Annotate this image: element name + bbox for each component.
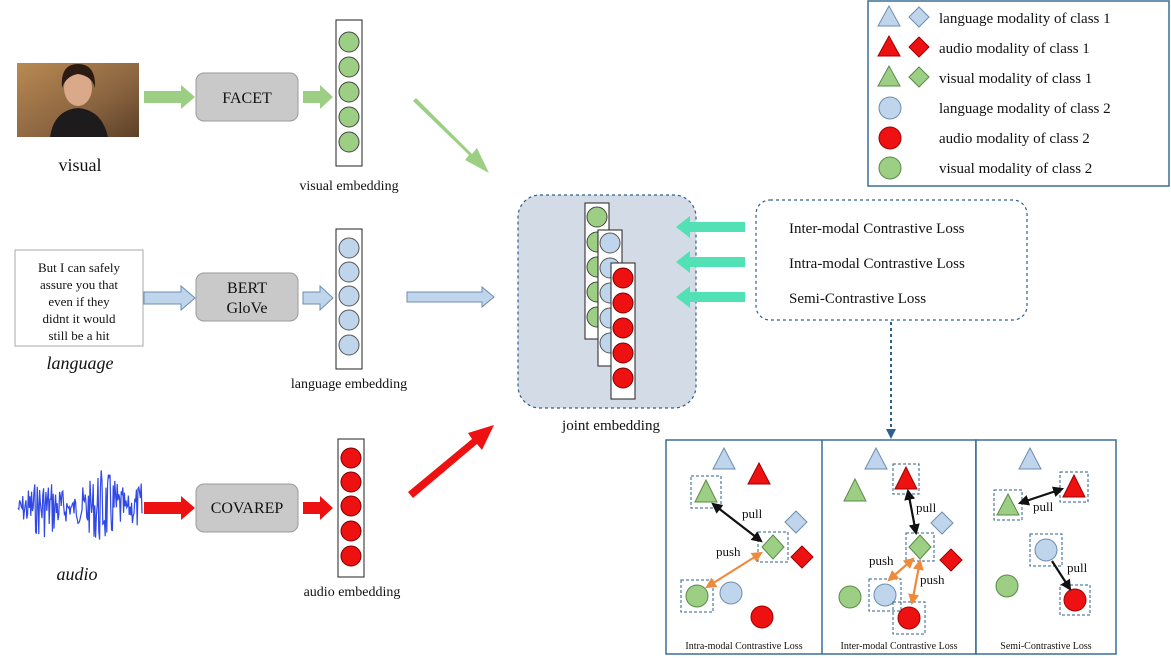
legend-diamond-green-icon (908, 66, 930, 88)
legend-circle-blue-icon (878, 96, 902, 120)
semi-panel-title: Semi-Contrastive Loss (1000, 641, 1091, 652)
svg-text:even if they: even if they (48, 294, 110, 309)
legend-text-4: language modality of class 2 (939, 101, 1111, 117)
language-arrow-1 (143, 284, 196, 312)
losses-box (755, 199, 1028, 321)
language-embedding-vector (335, 228, 363, 370)
svg-text:But I can safely: But I can safely (38, 260, 120, 275)
legend-triangle-blue-icon (877, 4, 901, 27)
semi-contrastive-panel: pull pull Semi-Contrastive Loss (993, 446, 1092, 652)
legend-triangle-red-icon (877, 34, 901, 57)
intra-modal-panel: pull push Intra-modal Contrastive Loss (680, 446, 814, 652)
legend-text-5: audio modality of class 2 (939, 131, 1090, 147)
legend-text-1: language modality of class 1 (939, 11, 1111, 27)
audio-arrow-2 (303, 496, 333, 520)
language-to-joint-arrow (406, 285, 495, 309)
loss-arrow-semi (676, 286, 745, 308)
legend-diamond-blue-icon (908, 6, 930, 28)
semi-pull-label-2: pull (1067, 560, 1088, 575)
inter-panel-title: Inter-modal Contrastive Loss (841, 641, 958, 652)
covarep-label: COVAREP (211, 500, 284, 517)
visual-arrow-2 (303, 85, 333, 109)
legend: language modality of class 1 audio modal… (867, 0, 1170, 187)
svg-text:assure you that: assure you that (40, 277, 118, 292)
intra-push-label: push (716, 544, 741, 559)
facet-label: FACET (222, 90, 272, 107)
audio-arrow-1 (144, 496, 195, 520)
visual-embedding-vector (335, 19, 363, 167)
legend-circle-green-icon (878, 156, 902, 180)
audio-embedding-vector (337, 438, 365, 578)
audio-waveform (17, 470, 143, 540)
joint-audio-vector (610, 262, 636, 400)
semi-pull-label-1: pull (1033, 499, 1054, 514)
bert-glove-box (195, 272, 299, 322)
legend-diamond-red-icon (908, 36, 930, 58)
example-panels: pull push Intra-modal Contrastive Loss p… (665, 439, 1117, 655)
legend-triangle-green-icon (877, 64, 901, 87)
loss-arrow-inter (676, 216, 745, 238)
inter-push-label-2: push (920, 572, 945, 587)
visual-input-image (17, 63, 139, 137)
language-label: language (47, 353, 114, 373)
visual-arrow-1 (144, 85, 195, 109)
inter-modal-loss-label: Inter-modal Contrastive Loss (789, 221, 965, 237)
covarep-box (195, 483, 299, 533)
loss-arrow-intra (676, 251, 745, 273)
language-arrow-2 (302, 284, 334, 312)
semi-contrastive-loss-label: Semi-Contrastive Loss (789, 291, 926, 307)
visual-embedding-label: visual embedding (299, 179, 398, 194)
svg-text:didnt it would: didnt it would (43, 311, 116, 326)
inter-push-label-1: push (869, 553, 894, 568)
intra-pull-label: pull (742, 506, 763, 521)
joint-embedding-label: joint embedding (561, 418, 660, 434)
facet-box (195, 72, 299, 122)
visual-label: visual (59, 155, 102, 175)
language-text-box: But I can safely assure you that even if… (14, 249, 144, 347)
visual-to-joint-arrow (413, 98, 489, 173)
legend-circle-red-icon (878, 126, 902, 150)
legend-text-6: visual modality of class 2 (939, 161, 1092, 177)
intra-panel-title: Intra-modal Contrastive Loss (685, 641, 802, 652)
inter-modal-panel: pull push push Inter-modal Contrastive L… (838, 446, 963, 652)
svg-text:still be a hit: still be a hit (48, 328, 109, 343)
audio-to-joint-arrow (408, 425, 494, 498)
audio-embedding-label: audio embedding (304, 585, 401, 600)
intra-modal-loss-label: Intra-modal Contrastive Loss (789, 256, 965, 272)
glove-label: GloVe (227, 300, 268, 317)
legend-text-2: audio modality of class 1 (939, 41, 1090, 57)
bert-label: BERT (227, 280, 267, 297)
inter-pull-label: pull (916, 500, 937, 515)
audio-label: audio (56, 564, 97, 584)
legend-text-3: visual modality of class 1 (939, 71, 1092, 87)
language-embedding-label: language embedding (291, 377, 407, 392)
